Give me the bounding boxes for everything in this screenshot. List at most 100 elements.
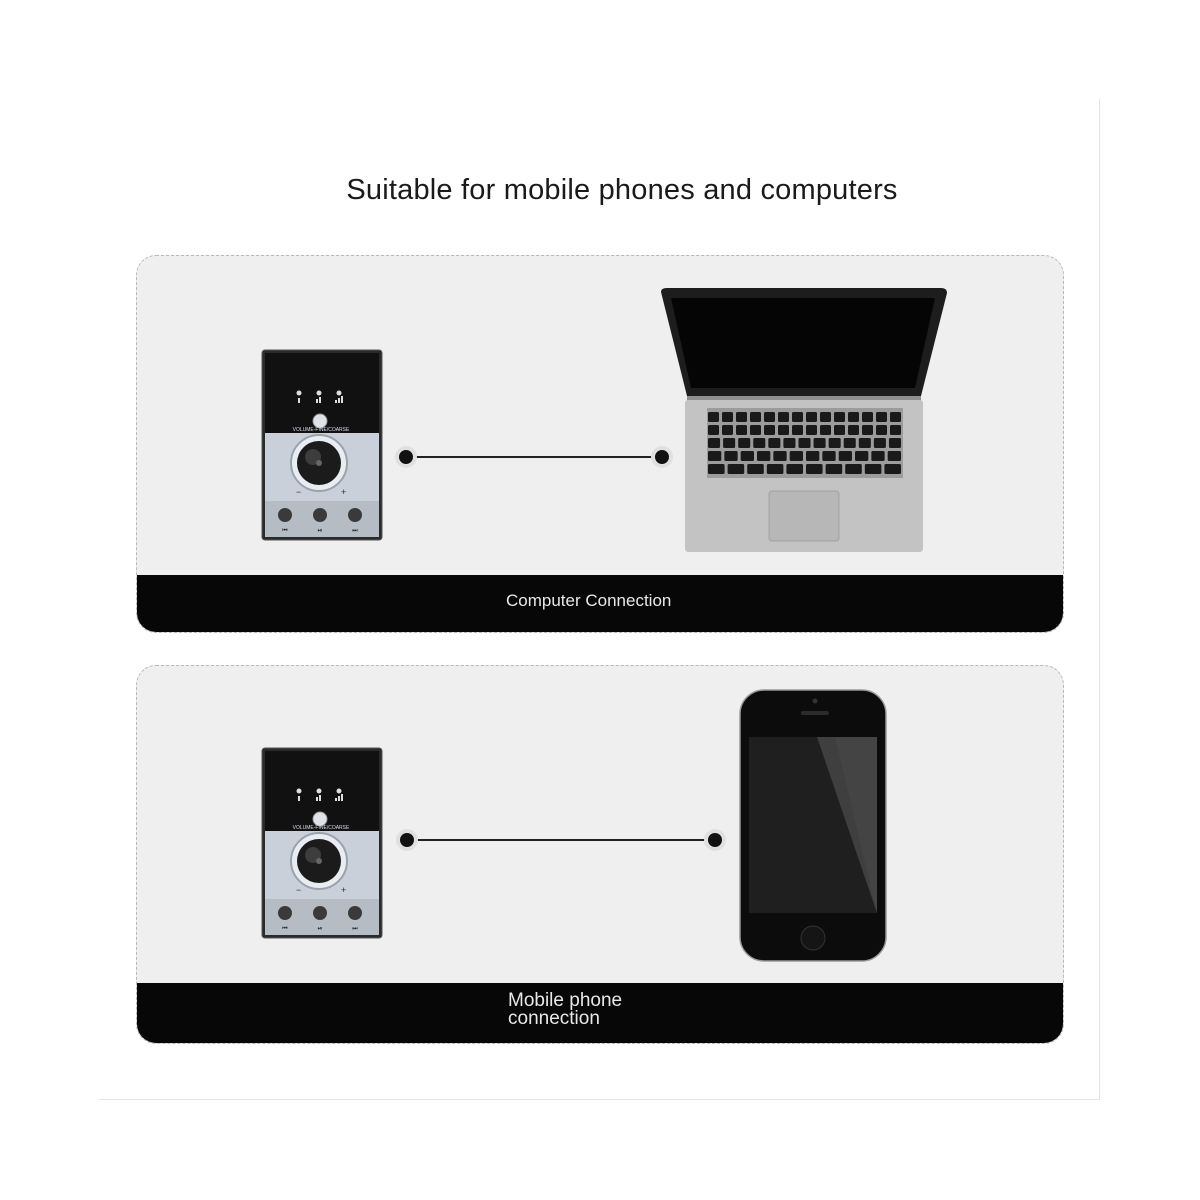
keyboard-key xyxy=(708,412,719,422)
signal-indicator-icons xyxy=(296,390,343,403)
next-track-button[interactable] xyxy=(348,906,362,920)
amplifier-device: VOLUME-FINE/COARSE − + ⏮ ⏯ ⏭ xyxy=(261,747,383,939)
keyboard-key xyxy=(708,451,722,461)
computer-connection-panel: VOLUME-FINE/COARSE − + ⏮ ⏯ ⏭ Comput xyxy=(136,255,1064,633)
caption-bar: Computer Connection xyxy=(137,575,1063,632)
keyboard-key xyxy=(822,451,836,461)
keyboard-key xyxy=(834,425,845,435)
keyboard xyxy=(708,412,901,474)
keyboard-key xyxy=(766,464,784,474)
keyboard-key xyxy=(757,451,771,461)
volume-minus-label: − xyxy=(296,885,301,895)
connection-cable xyxy=(395,446,673,468)
previous-track-icon: ⏮ xyxy=(282,528,288,534)
keyboard-key xyxy=(747,464,764,474)
volume-minus-label: − xyxy=(296,487,301,497)
next-track-icon: ⏭ xyxy=(352,926,358,932)
amplifier-device: VOLUME-FINE/COARSE − + ⏮ ⏯ ⏭ xyxy=(261,349,383,541)
keyboard-key xyxy=(890,412,901,422)
previous-track-icon: ⏮ xyxy=(282,926,288,932)
keyboard-key xyxy=(806,451,820,461)
keyboard-key xyxy=(764,412,775,422)
keyboard-key xyxy=(773,451,787,461)
play-pause-button[interactable] xyxy=(313,906,327,920)
keyboard-key xyxy=(864,464,882,474)
keyboard-key xyxy=(708,464,725,474)
keyboard-key xyxy=(727,464,745,474)
previous-track-button[interactable] xyxy=(278,906,292,920)
keyboard-key xyxy=(798,438,811,448)
keyboard-key xyxy=(806,464,823,474)
keyboard-key xyxy=(871,451,885,461)
keyboard-key xyxy=(750,425,761,435)
keyboard-key xyxy=(887,451,901,461)
keyboard-key xyxy=(888,438,901,448)
keyboard-key xyxy=(792,425,803,435)
keyboard-key xyxy=(792,412,803,422)
keyboard-key xyxy=(828,438,841,448)
keyboard-key xyxy=(722,425,733,435)
keyboard-key xyxy=(764,425,775,435)
play-pause-button[interactable] xyxy=(313,508,327,522)
mobile-connection-panel: VOLUME-FINE/COARSE − + ⏮ ⏯ ⏭ Mobile phon… xyxy=(136,665,1064,1044)
keyboard-key xyxy=(848,412,859,422)
keyboard-key xyxy=(890,425,901,435)
keyboard-key xyxy=(753,438,766,448)
keyboard-key xyxy=(862,412,873,422)
keyboard-key xyxy=(820,412,831,422)
keyboard-key xyxy=(862,425,873,435)
keyboard-key xyxy=(825,464,843,474)
keyboard-key xyxy=(768,438,781,448)
page-headline: Suitable for mobile phones and computers xyxy=(346,174,898,206)
caption-bar: Mobile phone connection xyxy=(137,983,1063,1043)
keyboard-key xyxy=(806,425,817,435)
keyboard-key xyxy=(884,464,901,474)
keyboard-key xyxy=(843,438,856,448)
keyboard-key xyxy=(778,425,789,435)
laptop-image xyxy=(661,288,947,552)
trackpad xyxy=(768,490,840,542)
volume-knob[interactable] xyxy=(290,832,348,890)
keyboard-key xyxy=(708,425,719,435)
keyboard-key xyxy=(736,425,747,435)
keyboard-key xyxy=(778,412,789,422)
volume-knob[interactable] xyxy=(290,434,348,492)
play-pause-icon: ⏯ xyxy=(318,528,323,534)
panel-caption: Mobile phone connection xyxy=(508,990,623,1029)
volume-plus-label: + xyxy=(341,487,346,497)
keyboard-key xyxy=(813,438,826,448)
previous-track-button[interactable] xyxy=(278,508,292,522)
knob-label: VOLUME-FINE/COARSE xyxy=(293,427,350,433)
page-frame xyxy=(99,99,1100,1100)
led-button[interactable] xyxy=(312,413,328,429)
keyboard-key xyxy=(820,425,831,435)
keyboard-key xyxy=(738,438,751,448)
keyboard-key xyxy=(858,438,871,448)
keyboard-key xyxy=(724,451,738,461)
keyboard-key xyxy=(786,464,803,474)
keyboard-key xyxy=(834,412,845,422)
keyboard-key xyxy=(848,425,859,435)
play-pause-icon: ⏯ xyxy=(318,926,323,932)
keyboard-key xyxy=(789,451,803,461)
keyboard-key xyxy=(855,451,869,461)
keyboard-key xyxy=(783,438,796,448)
keyboard-key xyxy=(740,451,754,461)
led-button[interactable] xyxy=(312,811,328,827)
volume-plus-label: + xyxy=(341,885,346,895)
keyboard-key xyxy=(708,438,721,448)
keyboard-key xyxy=(876,425,887,435)
knob-label: VOLUME-FINE/COARSE xyxy=(293,825,350,831)
signal-indicator-icons xyxy=(296,788,343,801)
panel-caption: Computer Connection xyxy=(506,591,672,610)
next-track-button[interactable] xyxy=(348,508,362,522)
keyboard-key xyxy=(838,451,852,461)
keyboard-key xyxy=(873,438,886,448)
connection-cable xyxy=(396,829,726,851)
keyboard-key xyxy=(736,412,747,422)
keyboard-key xyxy=(722,412,733,422)
keyboard-key xyxy=(806,412,817,422)
smartphone-image xyxy=(739,689,887,962)
keyboard-key xyxy=(845,464,862,474)
keyboard-key xyxy=(723,438,736,448)
